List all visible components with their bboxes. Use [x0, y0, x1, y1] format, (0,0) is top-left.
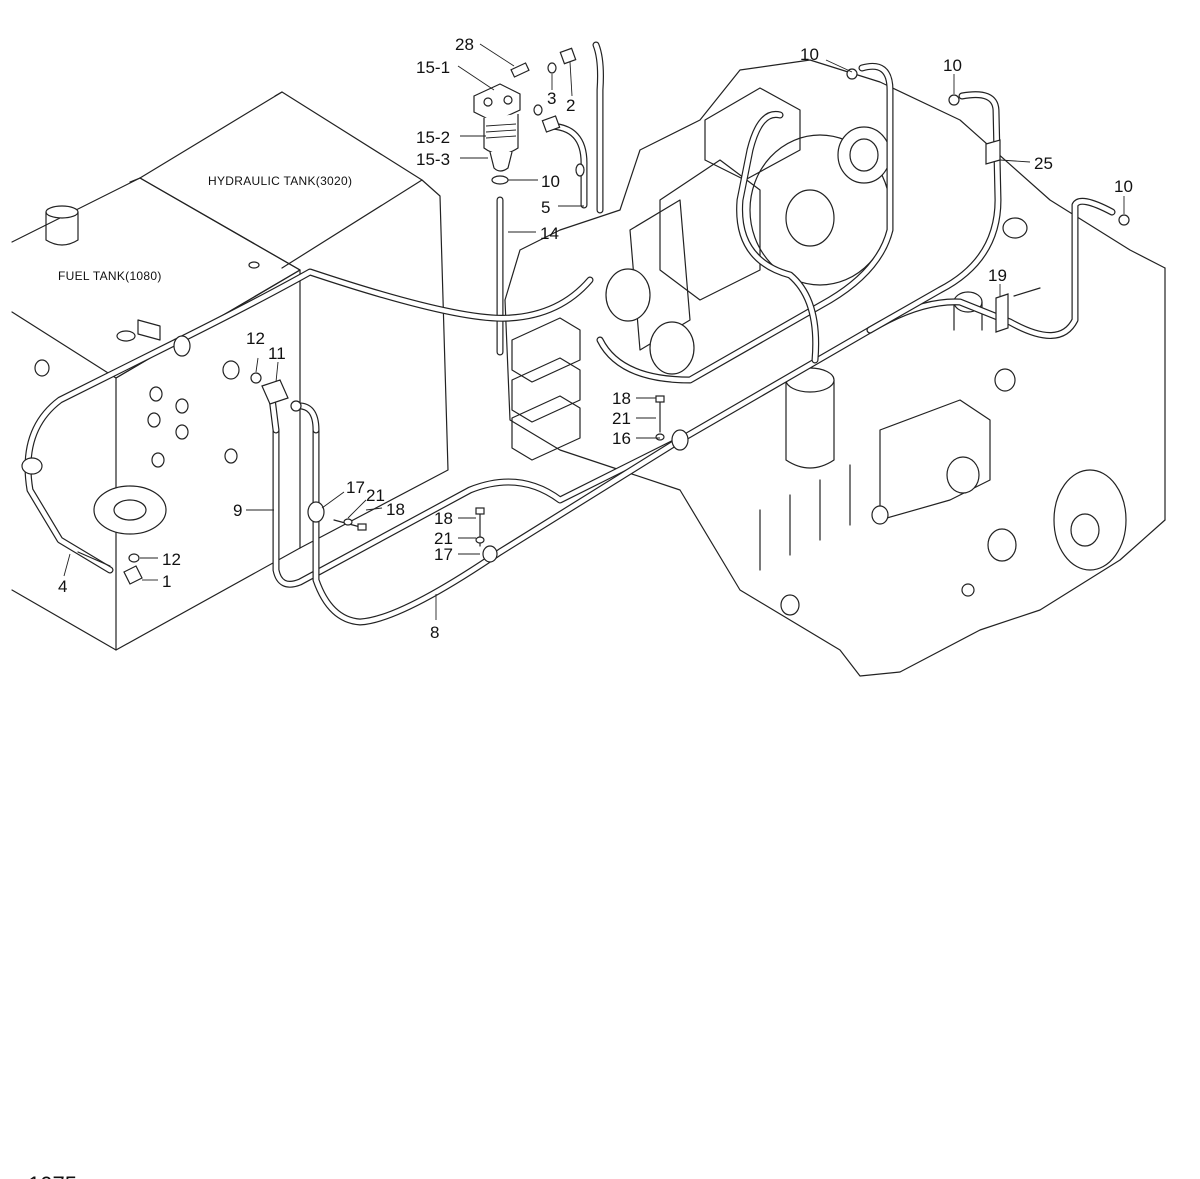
- callout-4: 4: [58, 577, 67, 596]
- leader-lines: [63, 43, 1125, 620]
- callout-15-3: 15-3: [416, 150, 450, 169]
- callout-11: 11: [268, 344, 286, 363]
- callout-labels: 28 15-1 3 2 15-2 15-3 10 5 14 10 10 25 1…: [58, 35, 1133, 642]
- callout-28: 28: [455, 35, 474, 54]
- tank-labels: HYDRAULIC TANK(3020) FUEL TANK(1080): [58, 174, 352, 283]
- callout-12-top: 12: [246, 329, 265, 348]
- fittings: [21, 47, 1130, 585]
- fuel-tank-label: FUEL TANK(1080): [58, 269, 162, 283]
- callout-18-low: 18: [434, 509, 453, 528]
- hydraulic-tank: [129, 91, 449, 549]
- callout-21-mid: 21: [612, 409, 631, 428]
- callout-15-1: 15-1: [416, 58, 450, 77]
- fuel-lines: [24, 41, 1116, 626]
- callout-16: 16: [612, 429, 631, 448]
- callout-18-mid: 18: [612, 389, 631, 408]
- callout-10-top-1: 10: [800, 45, 819, 64]
- callout-8: 8: [430, 623, 439, 642]
- callout-21-left: 21: [366, 486, 385, 505]
- callout-19: 19: [988, 266, 1007, 285]
- callout-17-left: 17: [346, 478, 365, 497]
- callout-14: 14: [540, 224, 559, 243]
- callout-10-filter: 10: [541, 172, 560, 191]
- callout-18-left: 18: [386, 500, 405, 519]
- callout-12-low: 12: [162, 550, 181, 569]
- callout-3: 3: [547, 89, 556, 108]
- hydraulic-tank-label: HYDRAULIC TANK(3020): [208, 174, 352, 188]
- page-number: 1075: [28, 1172, 77, 1179]
- callout-25: 25: [1034, 154, 1053, 173]
- callout-9: 9: [233, 501, 242, 520]
- callout-2: 2: [566, 96, 575, 115]
- callout-15-2: 15-2: [416, 128, 450, 147]
- callout-17-low: 17: [434, 545, 453, 564]
- engine-assembly: [504, 59, 1166, 677]
- callout-5: 5: [541, 198, 550, 217]
- callout-10-right: 10: [1114, 177, 1133, 196]
- fuel-tank: [11, 177, 301, 651]
- callout-1: 1: [162, 572, 171, 591]
- callout-10-top-2: 10: [943, 56, 962, 75]
- callout-21-low: 21: [434, 529, 453, 548]
